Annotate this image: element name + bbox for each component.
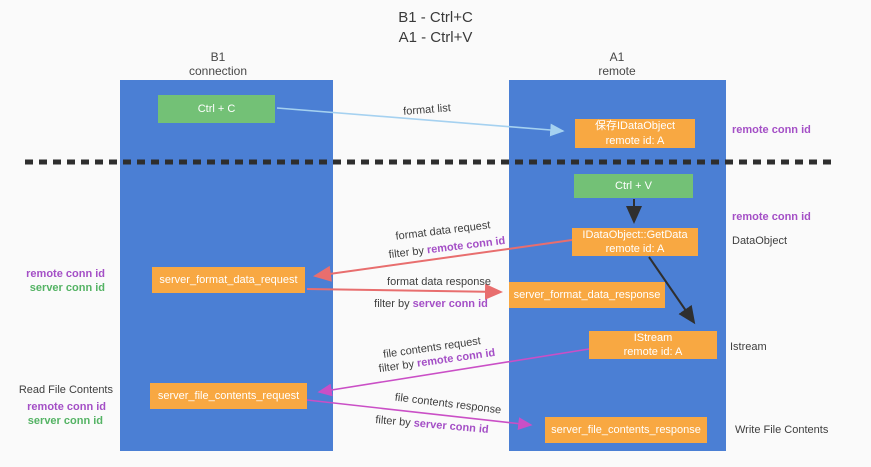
label-format-data-response: format data response: [387, 276, 491, 288]
remote-conn-id-text: remote conn id: [426, 234, 506, 257]
node-server-format-data-response: server_format_data_response: [509, 282, 665, 308]
side-label-write-file-contents: Write File Contents: [735, 424, 829, 436]
lane-a1-role: remote: [598, 64, 636, 78]
node-format-response-label: server_format_data_response: [513, 288, 661, 301]
node-ctrl-c: Ctrl + C: [158, 95, 275, 123]
side-label-remote-conn-id-left2: remote conn id: [27, 401, 106, 413]
node-save-idataobject-line1: 保存IDataObject: [594, 120, 676, 133]
side-label-dataobject: DataObject: [732, 235, 788, 247]
side-label-server-conn-id-left1: server conn id: [29, 282, 105, 294]
node-format-request-label: server_format_data_request: [159, 273, 298, 286]
lane-header-b1: B1 connection: [189, 50, 247, 78]
filter-by-text: filter by: [388, 244, 428, 262]
node-server-format-data-request: server_format_data_request: [152, 267, 305, 293]
lane-a1-name: A1: [609, 50, 625, 64]
side-label-remote-conn-id-left1: remote conn id: [26, 268, 105, 280]
server-conn-id-text: server conn id: [412, 298, 488, 310]
node-file-request-label: server_file_contents_request: [157, 389, 300, 402]
server-conn-id-text: server conn id: [413, 417, 490, 436]
node-istream: IStream remote id: A: [589, 331, 717, 359]
filter-by-text: filter by: [374, 298, 413, 310]
side-label-server-conn-id-left2: server conn id: [27, 415, 103, 427]
node-ctrl-c-label: Ctrl + C: [197, 102, 236, 115]
side-label-remote-conn-id-mid: remote conn id: [732, 211, 811, 223]
lane-b1-name: B1: [210, 50, 226, 64]
side-label-read-file-contents: Read File Contents: [18, 384, 113, 396]
node-file-response-label: server_file_contents_response: [551, 423, 701, 436]
diagram-title-line2: A1 - Ctrl+V: [398, 29, 473, 46]
node-save-idataobject: 保存IDataObject remote id: A: [575, 119, 695, 148]
side-label-istream: Istream: [730, 341, 767, 353]
node-getdata-line1: IDataObject::GetData: [582, 228, 688, 241]
node-getdata-line2: remote id: A: [605, 243, 665, 255]
node-server-file-contents-response: server_file_contents_response: [545, 417, 707, 443]
filter-by-text: filter by: [374, 414, 415, 430]
diagram-title-line1: B1 - Ctrl+C: [398, 9, 473, 26]
lane-b1-role: connection: [188, 64, 248, 78]
node-istream-line1: IStream: [633, 331, 673, 344]
node-save-idataobject-line2: remote id: A: [605, 134, 665, 147]
label-filter-by-server-2: filter by server conn id: [375, 414, 489, 436]
side-label-remote-conn-id-top: remote conn id: [732, 124, 811, 136]
node-ctrl-v-label: Ctrl + V: [615, 179, 652, 192]
node-ctrl-v: Ctrl + V: [574, 174, 693, 198]
label-format-list: format list: [402, 102, 452, 118]
node-istream-line2: remote id: A: [623, 346, 683, 358]
label-filter-by-server-1: filter by server conn id: [374, 298, 488, 310]
node-server-file-contents-request: server_file_contents_request: [150, 383, 307, 409]
label-file-contents-response: file contents response: [394, 391, 502, 417]
lane-header-a1: A1 remote: [598, 50, 635, 78]
node-idataobject-getdata: IDataObject::GetData remote id: A: [572, 228, 698, 256]
arrow-format-data-response: [306, 283, 503, 300]
